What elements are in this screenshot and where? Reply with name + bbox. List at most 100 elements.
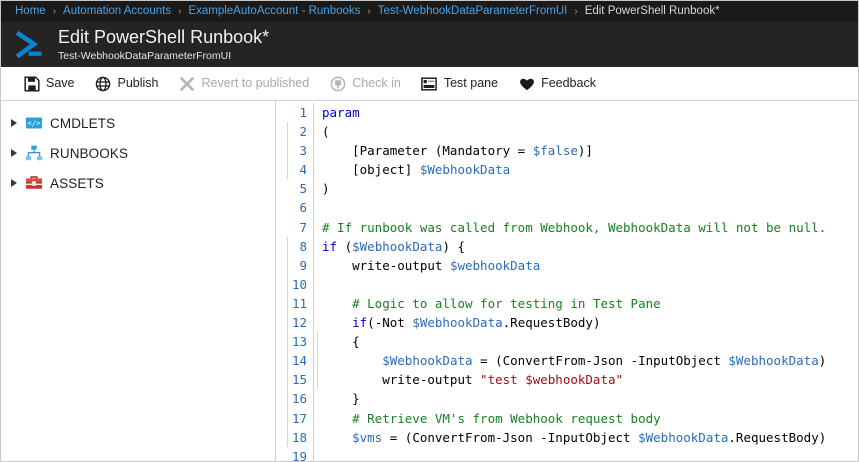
- test-pane-button[interactable]: Test pane: [421, 67, 498, 100]
- code-line: {: [322, 332, 858, 351]
- close-icon: [179, 75, 196, 92]
- code-token: write-output: [322, 257, 450, 273]
- breadcrumb-item-1[interactable]: Home: [15, 5, 46, 17]
- console-icon: [421, 75, 438, 92]
- code-token: [object]: [322, 162, 420, 178]
- code-token: # Retrieve VM's from Webhook request bod…: [322, 410, 661, 426]
- line-number: 9: [299, 257, 307, 273]
- code-token: $vms: [352, 429, 383, 445]
- line-number: 10: [291, 276, 307, 292]
- svg-text:</>: </>: [27, 119, 41, 128]
- line-number: 8: [299, 238, 307, 254]
- code-line: [Parameter (Mandatory = $false)]: [322, 141, 858, 160]
- sidebar-item-assets[interactable]: ASSETS: [1, 168, 275, 198]
- line-number: 14: [291, 353, 307, 369]
- code-line: # If runbook was called from Webhook, We…: [322, 218, 858, 237]
- line-number: 15: [291, 372, 307, 388]
- code-token: [322, 315, 352, 330]
- code-line: if(-Not $WebhookData.RequestBody): [322, 313, 858, 332]
- code-line: $vms = (ConvertFrom-Json -InputObject $W…: [322, 428, 858, 447]
- code-token: $WebhookData: [419, 162, 511, 178]
- toolbar-item-label: Feedback: [541, 76, 596, 90]
- code-token: (-Not: [367, 315, 413, 331]
- code-token: # Logic to allow for testing in Test Pan…: [322, 295, 661, 311]
- code-token: ): [818, 353, 827, 369]
- line-number: 3: [299, 143, 307, 159]
- code-line: [322, 275, 858, 294]
- publish-button[interactable]: Publish: [95, 67, 159, 100]
- check-in-button: Check in: [329, 67, 401, 100]
- sidebar-item-label: CMDLETS: [50, 115, 116, 131]
- sidebar-item-cmdlets[interactable]: </> CMDLETS: [1, 108, 275, 138]
- checkin-icon: [329, 75, 346, 92]
- code-line: write-output $webhookData: [322, 256, 858, 275]
- code-line: [322, 447, 858, 461]
- line-number: 12: [291, 315, 307, 331]
- code-line: }: [322, 389, 858, 408]
- code-token: $WebhookData: [728, 353, 819, 369]
- feedback-button[interactable]: Feedback: [518, 67, 596, 100]
- line-number: 18: [291, 429, 307, 445]
- hierarchy-icon: [25, 144, 43, 162]
- indent-guide: [287, 122, 289, 180]
- line-number: 6: [299, 200, 307, 216]
- indent-guide: [287, 236, 289, 447]
- line-number: 5: [299, 181, 307, 197]
- sidebar-item-label: ASSETS: [50, 175, 104, 191]
- breadcrumb-separator: ›: [367, 6, 371, 17]
- code-token: if: [352, 315, 368, 331]
- code-line: # Logic to allow for testing in Test Pan…: [322, 294, 858, 313]
- chevron-right-icon[interactable]: [7, 179, 21, 187]
- code-token: # If runbook was called from Webhook, We…: [322, 219, 827, 235]
- breadcrumb: Home › Automation Accounts › ExampleAutoAcco…: [1, 1, 858, 22]
- resources-sidebar: </> CMDLETS RUNBOOKS ASSETS: [1, 101, 276, 461]
- code-line: (: [322, 122, 858, 141]
- breadcrumb-item-3[interactable]: ExampleAutoAccount - Runbooks: [188, 5, 361, 17]
- code-line: ): [322, 179, 858, 198]
- code-token: $WebhookData: [352, 238, 443, 254]
- chevron-right-icon[interactable]: [7, 119, 21, 127]
- code-token: = (ConvertFrom-Json -InputObject: [382, 429, 639, 445]
- powershell-icon: [14, 29, 48, 61]
- code-line: [322, 198, 858, 217]
- line-number: 16: [291, 391, 307, 407]
- code-token: param: [322, 105, 360, 120]
- toolbar-item-label: Check in: [352, 76, 401, 90]
- sidebar-item-label: RUNBOOKS: [50, 145, 129, 161]
- toolbar-item-label: Save: [46, 76, 75, 90]
- breadcrumb-separator: ›: [52, 6, 57, 17]
- code-surface[interactable]: param( [Parameter (Mandatory = $false)] …: [314, 103, 858, 461]
- breadcrumb-item-5: Edit PowerShell Runbook*: [584, 5, 720, 17]
- breadcrumb-item-4[interactable]: Test-WebhookDataParameterFromUI: [377, 5, 568, 17]
- toolbar-item-label: Publish: [117, 76, 159, 90]
- sidebar-item-runbooks[interactable]: RUNBOOKS: [1, 138, 275, 168]
- page-subtitle: Test-WebhookDataParameterFromUI: [58, 49, 232, 62]
- code-token: "test $webhookData": [480, 372, 624, 388]
- line-number: 2: [299, 124, 307, 140]
- code-token: write-output: [322, 372, 481, 388]
- page-header: Edit PowerShell Runbook* Test-WebhookDat…: [1, 22, 858, 67]
- code-token: $webhookData: [449, 257, 541, 273]
- code-line: write-output "test $webhookData": [322, 370, 858, 389]
- code-token: ) {: [442, 238, 466, 254]
- code-token: .RequestBody): [502, 315, 601, 331]
- code-token: (: [337, 238, 353, 254]
- save-button[interactable]: Save: [23, 67, 75, 100]
- code-token: = (ConvertFrom-Json -InputObject: [472, 353, 729, 369]
- code-token: $WebhookData: [638, 429, 729, 445]
- code-token: $false: [532, 143, 578, 159]
- line-number: 13: [291, 334, 307, 350]
- breadcrumb-item-2[interactable]: Automation Accounts: [63, 5, 172, 17]
- code-token: {: [322, 334, 360, 350]
- code-token: $WebhookData: [382, 353, 473, 369]
- code-token: (: [322, 124, 330, 140]
- line-number: 19: [291, 448, 307, 461]
- toolbar-item-label: Test pane: [443, 76, 499, 90]
- chevron-right-icon[interactable]: [7, 149, 21, 157]
- code-line: [object] $WebhookData: [322, 160, 858, 179]
